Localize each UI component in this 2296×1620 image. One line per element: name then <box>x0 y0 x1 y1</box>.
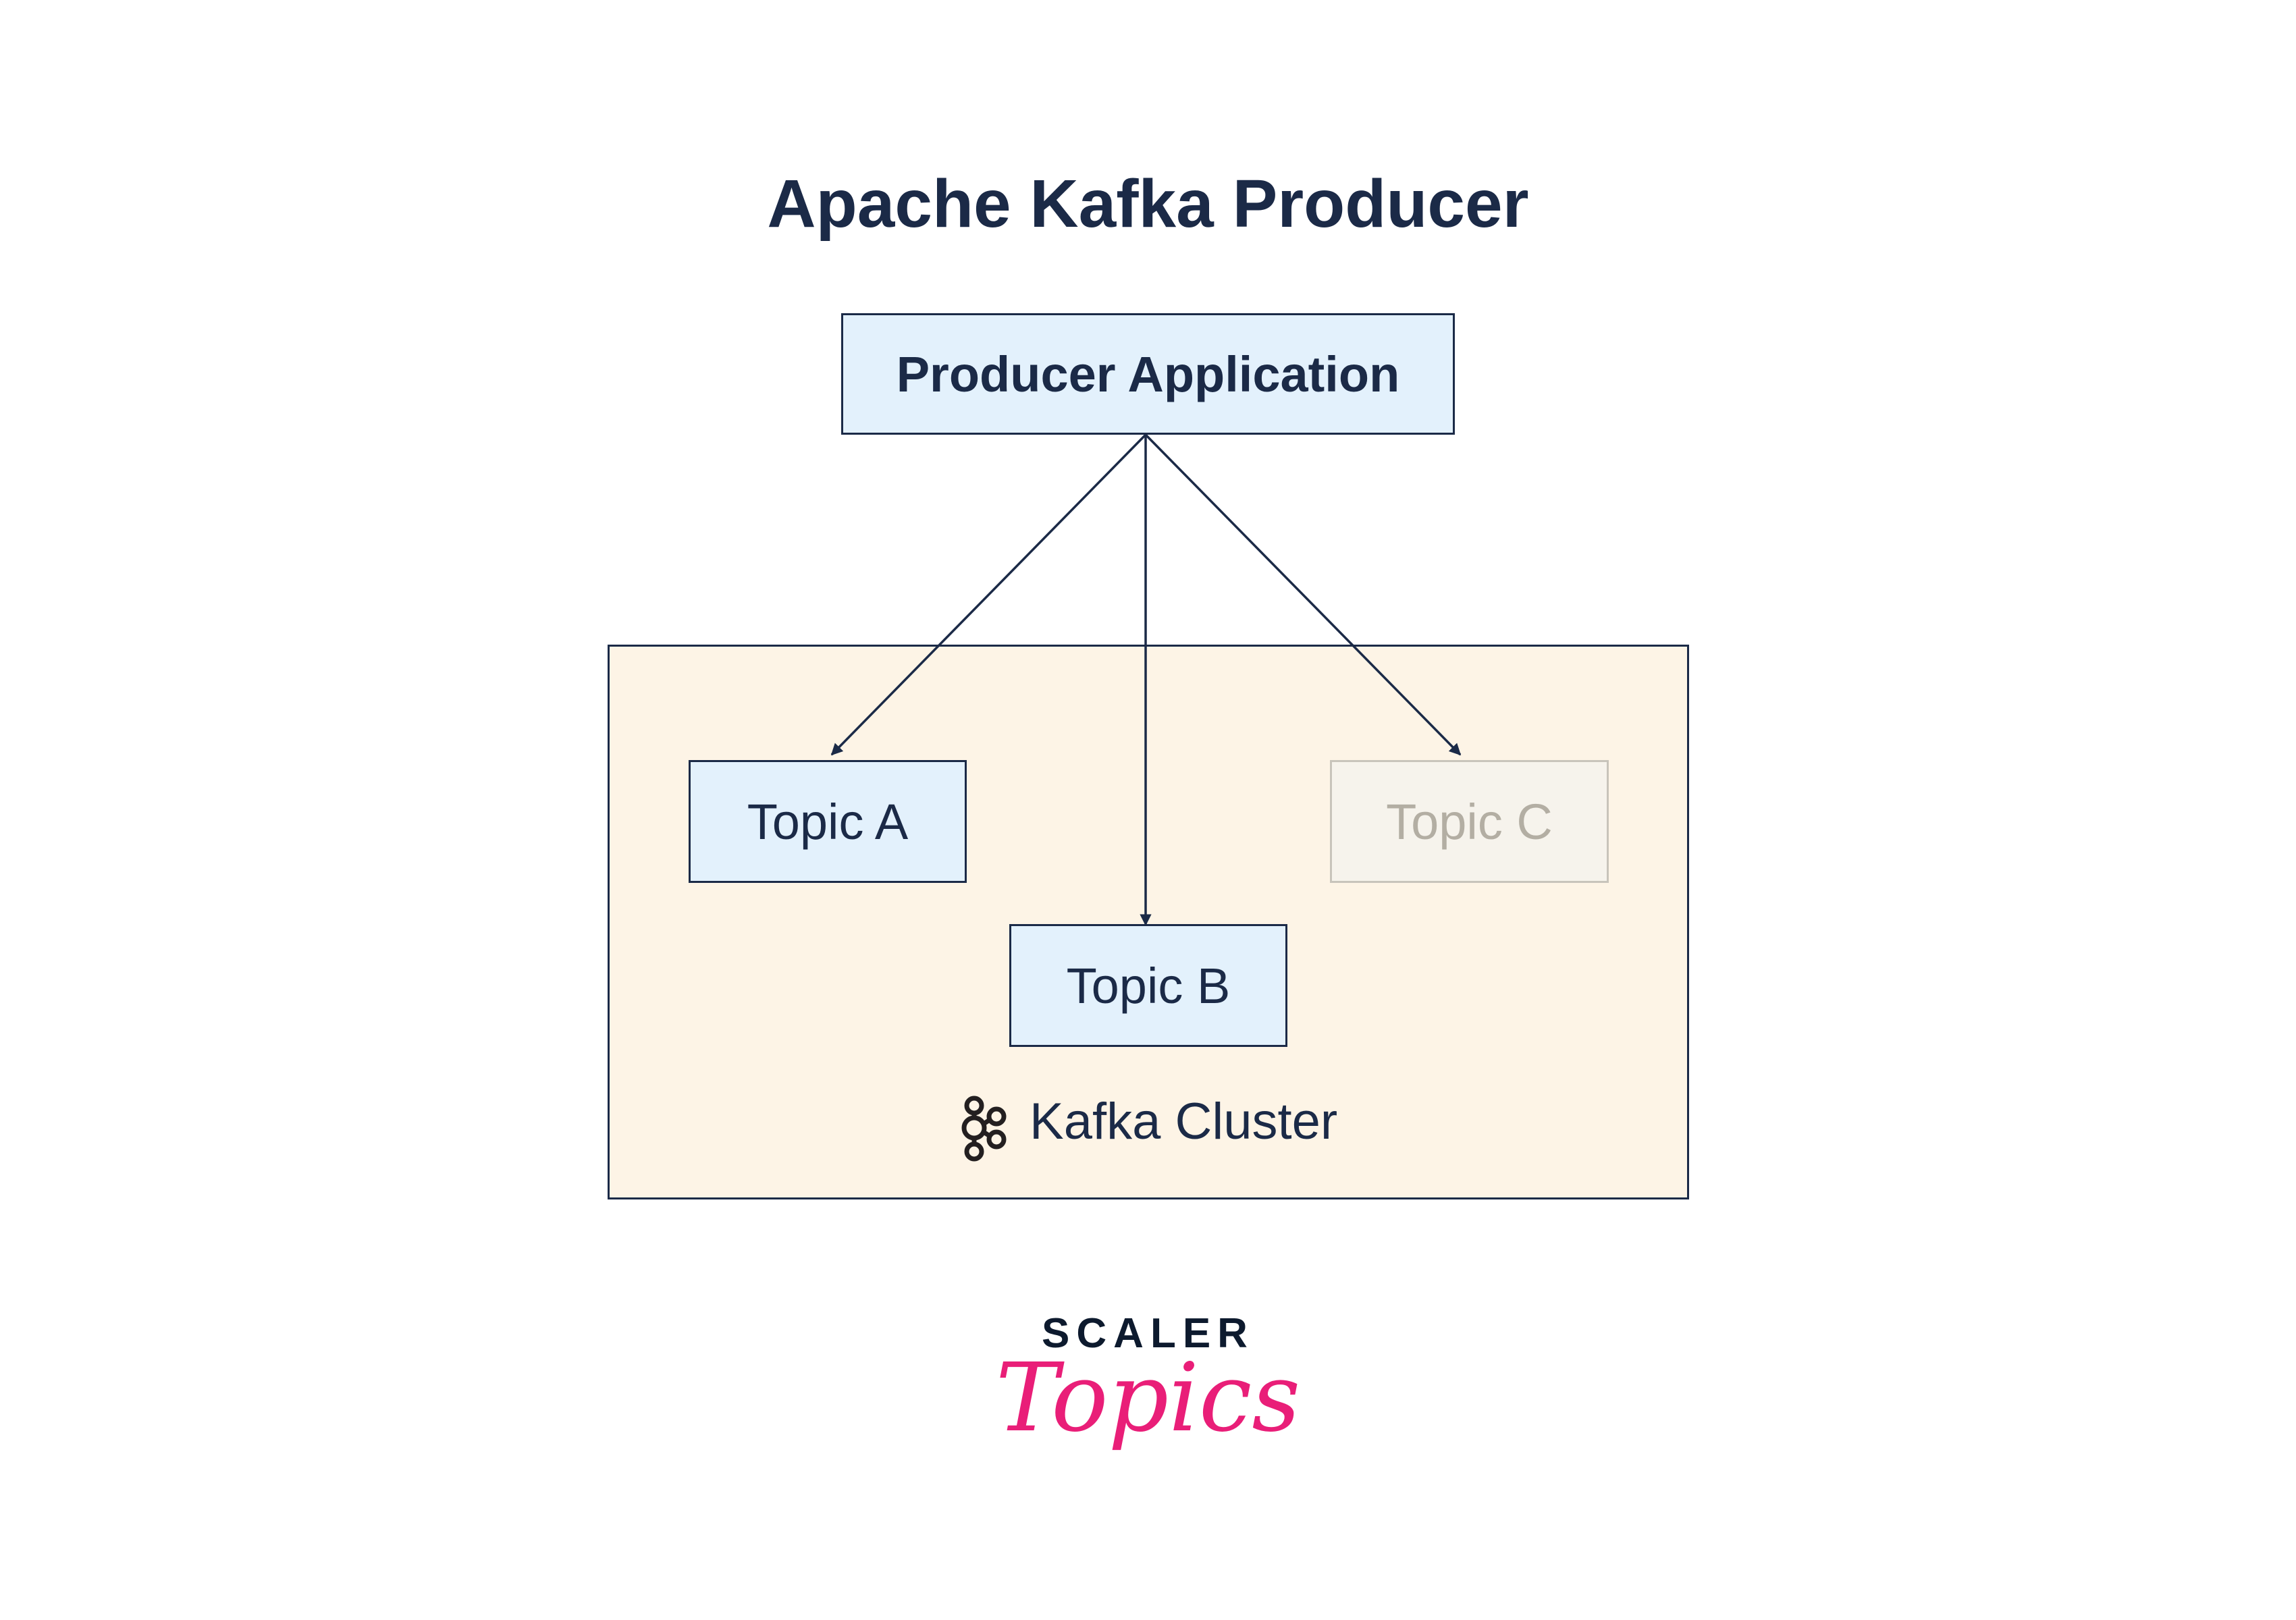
topic-a-box: Topic A <box>689 760 967 883</box>
topic-a-label: Topic A <box>747 793 909 850</box>
producer-application-box: Producer Application <box>841 313 1455 435</box>
topic-b-label: Topic B <box>1066 957 1231 1014</box>
producer-label: Producer Application <box>896 346 1400 402</box>
arrow-to-topic-c <box>1144 433 1462 756</box>
arrow-to-topic-a <box>830 433 1147 756</box>
logo-topics: Topics <box>995 1343 1301 1453</box>
topic-c-label: Topic C <box>1386 793 1553 850</box>
topic-b-box: Topic B <box>1009 924 1287 1047</box>
logo-scaler: SCALER <box>1042 1310 1254 1357</box>
diagram-title: Apache Kafka Producer <box>767 166 1529 242</box>
topic-c-box: Topic C <box>1330 760 1609 883</box>
kafka-cluster-label: Kafka Cluster <box>1030 1093 1338 1150</box>
kafka-icon <box>961 1096 1007 1162</box>
